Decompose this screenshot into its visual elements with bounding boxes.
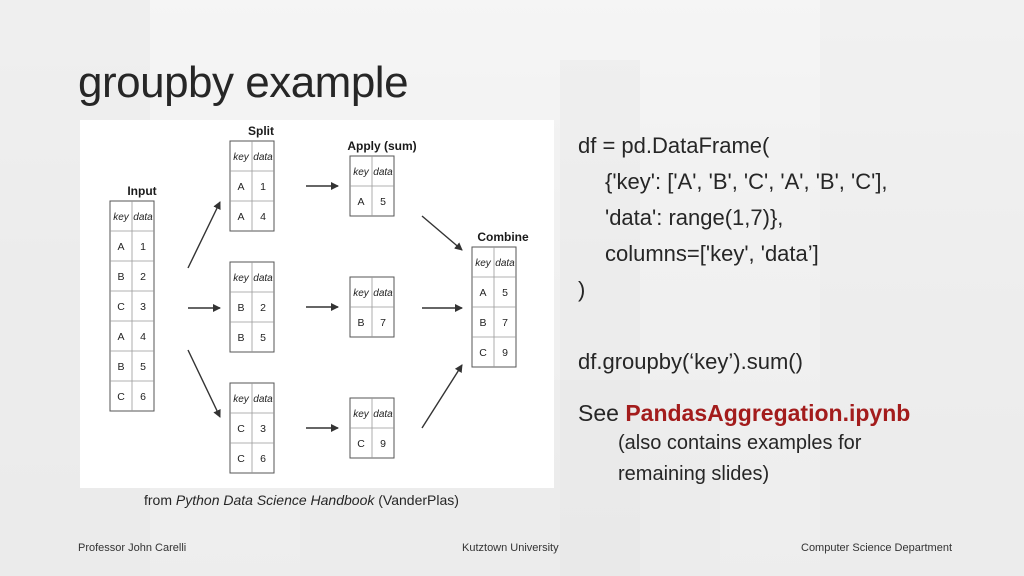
split-table-2-cell: 5 bbox=[260, 332, 266, 344]
split-table-3-header: key bbox=[233, 394, 250, 405]
see-notebook: See PandasAggregation.ipynb bbox=[578, 398, 1008, 428]
notebook-link[interactable]: PandasAggregation.ipynb bbox=[625, 400, 911, 426]
apply-label: Apply (sum) bbox=[347, 139, 416, 153]
input-label: Input bbox=[127, 184, 156, 198]
footer-author: Professor John Carelli bbox=[78, 542, 187, 554]
input-table-cell: 3 bbox=[140, 301, 146, 313]
code-block: df = pd.DataFrame( {'key': ['A', 'B', 'C… bbox=[578, 128, 1008, 490]
code-line-3: 'data': range(1,7)}, bbox=[605, 205, 784, 230]
input-table-header: key bbox=[113, 212, 130, 223]
caption-suffix: (VanderPlas) bbox=[374, 492, 459, 508]
apply-table-3-cell: 9 bbox=[380, 438, 386, 450]
slide-title: groupby example bbox=[78, 58, 409, 107]
see-prefix: See bbox=[578, 400, 626, 426]
input-table-cell: A bbox=[117, 241, 124, 253]
code-line-groupby: df.groupby(‘key’).sum() bbox=[578, 349, 803, 374]
split-table-1-cell: A bbox=[237, 211, 244, 223]
apply-table-2-header: key bbox=[353, 288, 370, 299]
combine-table-header: data bbox=[495, 258, 515, 269]
split-table-1-header: key bbox=[233, 152, 250, 163]
input-table-cell: C bbox=[117, 301, 125, 313]
input-table-header: data bbox=[133, 212, 153, 223]
split-table-2-cell: B bbox=[237, 332, 244, 344]
combine-table-cell: C bbox=[479, 347, 487, 359]
apply-table-1-cell: 5 bbox=[380, 196, 386, 208]
input-table-cell: 6 bbox=[140, 391, 146, 403]
combine-table-cell: 9 bbox=[502, 347, 508, 359]
split-table-1-cell: 1 bbox=[260, 181, 266, 193]
split-table-1-cell: 4 bbox=[260, 211, 266, 223]
flow-arrow-7 bbox=[421, 215, 463, 251]
apply-table-1-header: data bbox=[373, 167, 393, 178]
notebook-note-line-2: remaining slides) bbox=[618, 463, 770, 485]
split-table-1-cell: A bbox=[237, 181, 244, 193]
image-caption: from Python Data Science Handbook (Vande… bbox=[144, 492, 459, 508]
input-table-cell: B bbox=[117, 361, 124, 373]
split-table-2-cell: 2 bbox=[260, 302, 266, 314]
split-table-2-header: key bbox=[233, 273, 250, 284]
input-table-cell: 4 bbox=[140, 331, 146, 343]
input-table-cell: C bbox=[117, 391, 125, 403]
apply-table-3-cell: C bbox=[357, 438, 365, 450]
input-table-cell: 5 bbox=[140, 361, 146, 373]
combine-table-header: key bbox=[475, 258, 492, 269]
footer-institution: Kutztown University bbox=[462, 542, 559, 554]
apply-table-3-header: key bbox=[353, 409, 370, 420]
split-table-2-cell: B bbox=[237, 302, 244, 314]
apply-table-1-header: key bbox=[353, 167, 370, 178]
apply-table-2-cell: B bbox=[357, 317, 364, 329]
input-table-cell: A bbox=[117, 331, 124, 343]
flow-arrow-3 bbox=[187, 349, 221, 418]
notebook-note-line-1: (also contains examples for bbox=[618, 432, 862, 454]
split-table-2-header: data bbox=[253, 273, 273, 284]
footer-department: Computer Science Department bbox=[801, 542, 953, 554]
caption-book-title: Python Data Science Handbook bbox=[175, 492, 375, 508]
combine-table-cell: A bbox=[479, 287, 486, 299]
split-table-3-cell: C bbox=[237, 423, 245, 435]
flow-arrow-1 bbox=[187, 201, 221, 269]
split-table-3-cell: C bbox=[237, 453, 245, 465]
apply-table-2-header: data bbox=[373, 288, 393, 299]
caption-prefix: from bbox=[144, 492, 176, 508]
combine-table-cell: 5 bbox=[502, 287, 508, 299]
code-line-4: columns=['key', 'data’] bbox=[605, 241, 819, 266]
apply-table-1-cell: A bbox=[357, 196, 364, 208]
split-label: Split bbox=[248, 124, 274, 138]
input-table-cell: 1 bbox=[140, 241, 146, 253]
apply-table-3-header: data bbox=[373, 409, 393, 420]
input-table-cell: 2 bbox=[140, 271, 146, 283]
split-table-1-header: data bbox=[253, 152, 273, 163]
flow-arrow-9 bbox=[421, 364, 463, 429]
input-table-cell: B bbox=[117, 271, 124, 283]
split-table-3-cell: 6 bbox=[260, 453, 266, 465]
combine-label: Combine bbox=[477, 230, 529, 244]
combine-table-cell: B bbox=[479, 317, 486, 329]
apply-table-2-cell: 7 bbox=[380, 317, 386, 329]
code-line-1: df = pd.DataFrame( bbox=[578, 133, 770, 158]
combine-table-cell: 7 bbox=[502, 317, 508, 329]
code-line-2: {'key': ['A', 'B', 'C', 'A', 'B', 'C'], bbox=[605, 169, 888, 194]
split-table-3-cell: 3 bbox=[260, 423, 266, 435]
code-line-5: ) bbox=[578, 277, 586, 302]
split-table-3-header: data bbox=[253, 394, 273, 405]
